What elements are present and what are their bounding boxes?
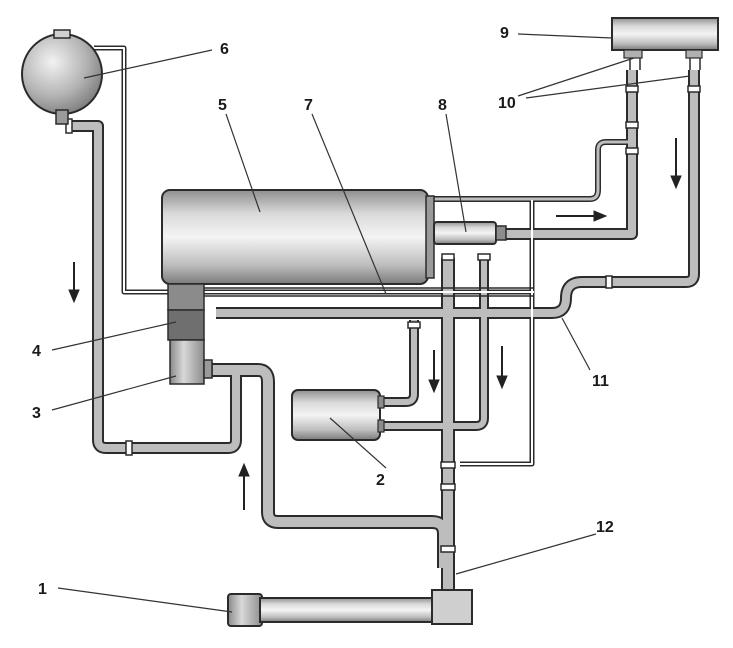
- callout-12: 12: [596, 519, 614, 536]
- heater-core: [611, 17, 719, 70]
- flow-arrows: [68, 138, 682, 510]
- pipe-to-heater: [496, 70, 638, 240]
- pipe-cores: [72, 47, 698, 592]
- thermostat-housing: [433, 221, 507, 245]
- water-pump-unit: [167, 283, 213, 385]
- flow-arrow-bottom-up: [238, 462, 250, 510]
- callout-9: 9: [500, 25, 509, 42]
- callout-1: 1: [38, 581, 47, 598]
- leader-lines: [51, 33, 691, 613]
- flow-arrow-center-right-down: [496, 346, 508, 390]
- callout-2: 2: [376, 472, 385, 489]
- flow-arrow-center-down: [428, 350, 440, 394]
- callout-5: 5: [218, 97, 227, 114]
- flow-arrow-left-down: [68, 262, 80, 304]
- callout-8: 8: [438, 97, 447, 114]
- pipe-2-up: [382, 320, 419, 407]
- callout-7: 7: [304, 97, 313, 114]
- bypass-line: [170, 287, 534, 297]
- heat-exchanger: [291, 389, 385, 441]
- pipe-outlines: [72, 45, 700, 592]
- callout-numbers: 1 2 3 4 5 6 7 8 9 10 11 12: [32, 25, 614, 598]
- flow-arrow-top-right: [556, 210, 608, 222]
- callout-10: 10: [498, 95, 516, 112]
- callout-11: 11: [592, 373, 609, 390]
- pipes: [72, 45, 700, 592]
- callout-4: 4: [32, 343, 41, 360]
- radiator-assembly: [227, 589, 473, 627]
- engine-block: [161, 189, 435, 285]
- flow-arrow-far-right-down: [670, 138, 682, 190]
- callout-6: 6: [220, 41, 229, 58]
- callout-3: 3: [32, 405, 41, 422]
